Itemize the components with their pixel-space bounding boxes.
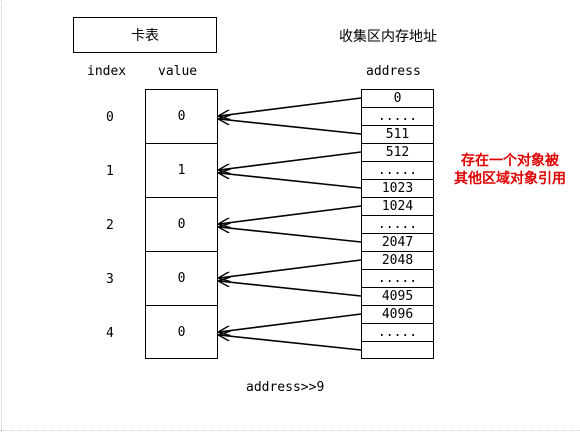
arrow-511-to-card-0 [219, 119, 362, 135]
address-cell: 511 [361, 125, 434, 144]
address-cell-text: 0 [393, 91, 402, 106]
card-value-text: 0 [177, 109, 186, 124]
card-table-title-box: 卡表 [73, 17, 217, 53]
address-cell: 1023 [361, 179, 434, 198]
address-cell-text: 512 [385, 145, 410, 160]
address-cell: ..... [361, 269, 434, 288]
address-cell: ..... [361, 107, 434, 126]
card-table-title: 卡表 [131, 28, 159, 44]
address-cell-text: ..... [377, 163, 418, 178]
bottom-dotted-edge [0, 430, 580, 431]
arrow-last-to-card-4 [219, 335, 362, 351]
annotation-line-2: 其他区域对象引用 [454, 171, 566, 187]
annotation-text: 存在一个对象被 其他区域对象引用 [444, 152, 576, 188]
address-cell: 1024 [361, 197, 434, 216]
card-index-label: 1 [106, 164, 114, 179]
address-cell: 2048 [361, 251, 434, 270]
address-cell-text: 4095 [381, 289, 414, 304]
index-header: index [87, 64, 127, 79]
card-value-text: 0 [177, 217, 186, 232]
address-cell-text: ..... [377, 217, 418, 232]
arrow-4096-to-card-4 [219, 313, 362, 332]
card-value-cell: 0 [145, 251, 218, 306]
address-cell-text: ..... [377, 325, 418, 340]
card-index-label: 2 [106, 218, 114, 233]
address-cell-text: 2048 [381, 253, 414, 268]
shift-formula: address>>9 [246, 380, 325, 395]
address-cell: ..... [361, 161, 434, 180]
address-cell-text: ..... [377, 109, 418, 124]
arrow-0-to-card-0 [219, 97, 362, 116]
arrow-1024-to-card-2 [219, 205, 362, 224]
card-index-label: 3 [106, 272, 114, 287]
arrow-1023-to-card-1 [219, 173, 362, 189]
arrow-512-to-card-1 [219, 151, 362, 170]
card-value-cell: 0 [145, 197, 218, 252]
value-header: value [158, 64, 198, 79]
address-cell-text: 511 [385, 127, 410, 142]
address-cell-text: 4096 [381, 307, 414, 322]
card-index-label: 0 [106, 110, 114, 125]
address-header: address [366, 64, 421, 79]
arrow-2047-to-card-2 [219, 227, 362, 243]
card-value-cell: 0 [145, 305, 218, 359]
address-cell-text: 1023 [381, 181, 414, 196]
address-cell-text: 1024 [381, 199, 414, 214]
card-value-text: 1 [177, 163, 186, 178]
arrow-4095-to-card-3 [219, 281, 362, 297]
card-index-label: 4 [106, 326, 114, 341]
card-value-text: 0 [177, 324, 186, 340]
card-value-text: 0 [177, 271, 186, 286]
address-cell-text: ..... [377, 271, 418, 286]
collection-area-title: 收集区内存地址 [339, 29, 437, 45]
arrow-2048-to-card-3 [219, 259, 362, 278]
address-cell-text: 2047 [381, 235, 414, 250]
card-value-cell: 0 [145, 89, 218, 144]
address-cell [361, 341, 434, 359]
annotation-line-1: 存在一个对象被 [461, 153, 559, 169]
left-dotted-edge [1, 0, 2, 432]
